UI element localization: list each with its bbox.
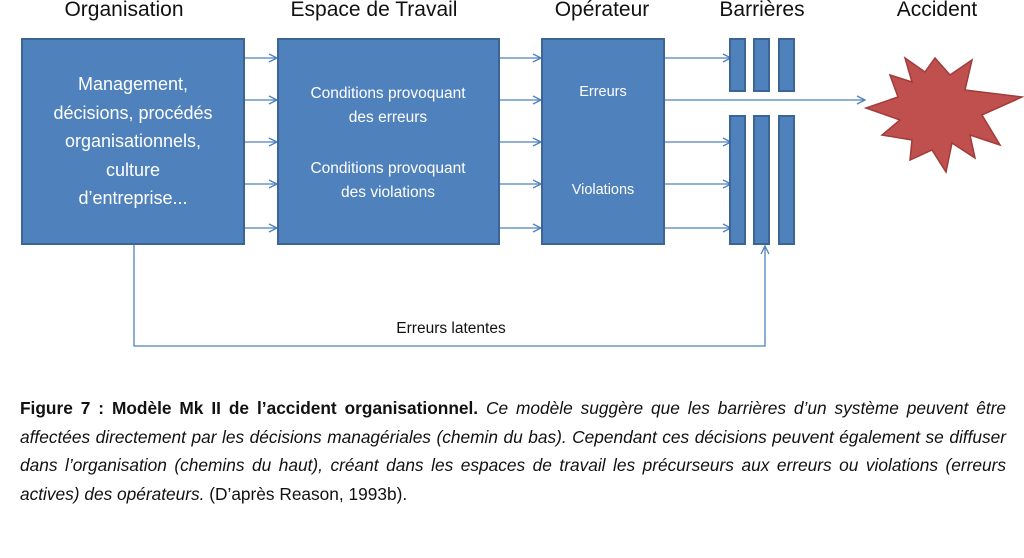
text-line: Conditions provoquant [310, 160, 466, 177]
caption-body: Ce modèle suggère que les barrières d’un… [20, 398, 1006, 505]
operator-violations: Violations [571, 182, 635, 198]
barrier-upper [753, 38, 770, 92]
caption-title: Figure 7 : Modèle Mk II de l’accident or… [20, 398, 479, 418]
figure-caption: Figure 7 : Modèle Mk II de l’accident or… [20, 394, 1006, 509]
header-barriers: Barrières [719, 0, 805, 21]
text-line: Conditions provoquant [310, 85, 466, 102]
barrier-upper [729, 38, 746, 92]
organisation-line: organisationnels, [64, 131, 202, 152]
latent-errors-label: Erreurs latentes [396, 320, 506, 337]
operator-errors: Erreurs [579, 84, 627, 100]
caption-source: (D’après Reason, 1993b). [204, 484, 408, 505]
workspace-box [277, 38, 500, 245]
text-line: des violations [341, 184, 435, 201]
organisation-box: Management, décisions, procédés organisa… [21, 38, 245, 245]
barrier-lower [753, 115, 770, 245]
barrier-lower [778, 115, 795, 245]
barrier-lower [729, 115, 746, 245]
header-workspace: Espace de Travail [290, 0, 458, 21]
text-line: des erreurs [348, 109, 428, 126]
organisation-line: culture [105, 159, 161, 180]
accident-starburst [863, 56, 1024, 174]
violations-conditions-text: Conditions provoquant des violations [310, 157, 465, 205]
latent-errors-path [133, 245, 765, 347]
organisation-line: d’entreprise... [78, 188, 188, 209]
errors-conditions-text: Conditions provoquant des erreurs [310, 82, 465, 130]
organisation-line: Management, [77, 74, 189, 95]
barrier-upper [778, 38, 795, 92]
header-organisation: Organisation [64, 0, 184, 21]
operator-box [541, 38, 665, 245]
header-accident: Accident [896, 0, 978, 21]
connectors [133, 0, 1024, 347]
organisation-line: décisions, procédés [53, 102, 213, 123]
header-operator: Opérateur [554, 0, 650, 21]
